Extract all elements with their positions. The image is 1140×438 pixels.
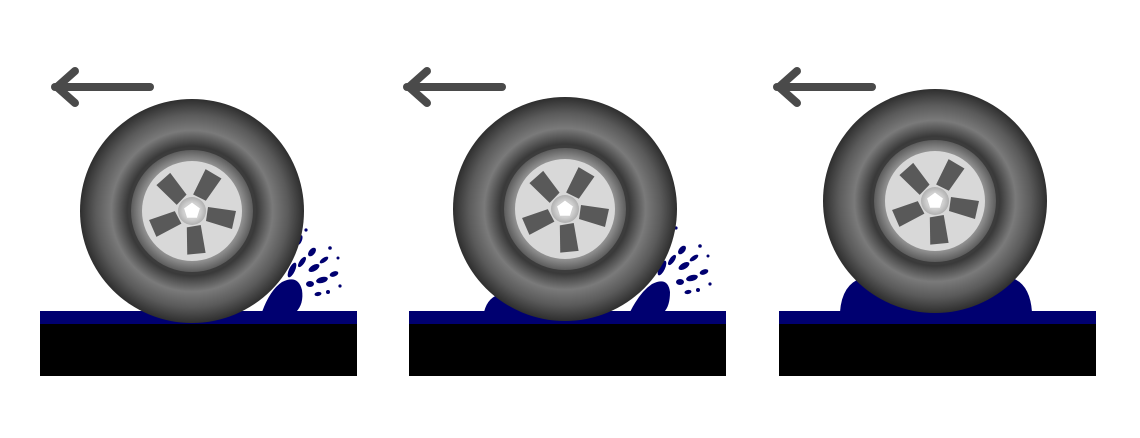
water-layer [779, 311, 1096, 324]
panel-3 [777, 71, 1096, 376]
wheel-icon [79, 98, 305, 324]
panel-1 [40, 71, 357, 376]
wheel-icon [452, 96, 678, 322]
panel-2 [407, 71, 726, 376]
road [40, 324, 357, 376]
water-wedge [262, 279, 303, 312]
road [409, 324, 726, 376]
wheel-icon [822, 88, 1048, 314]
left-arrow-icon [407, 71, 502, 103]
left-arrow-icon [777, 71, 872, 103]
left-arrow-icon [55, 71, 150, 103]
water-wedge [630, 281, 670, 312]
road [779, 324, 1096, 376]
